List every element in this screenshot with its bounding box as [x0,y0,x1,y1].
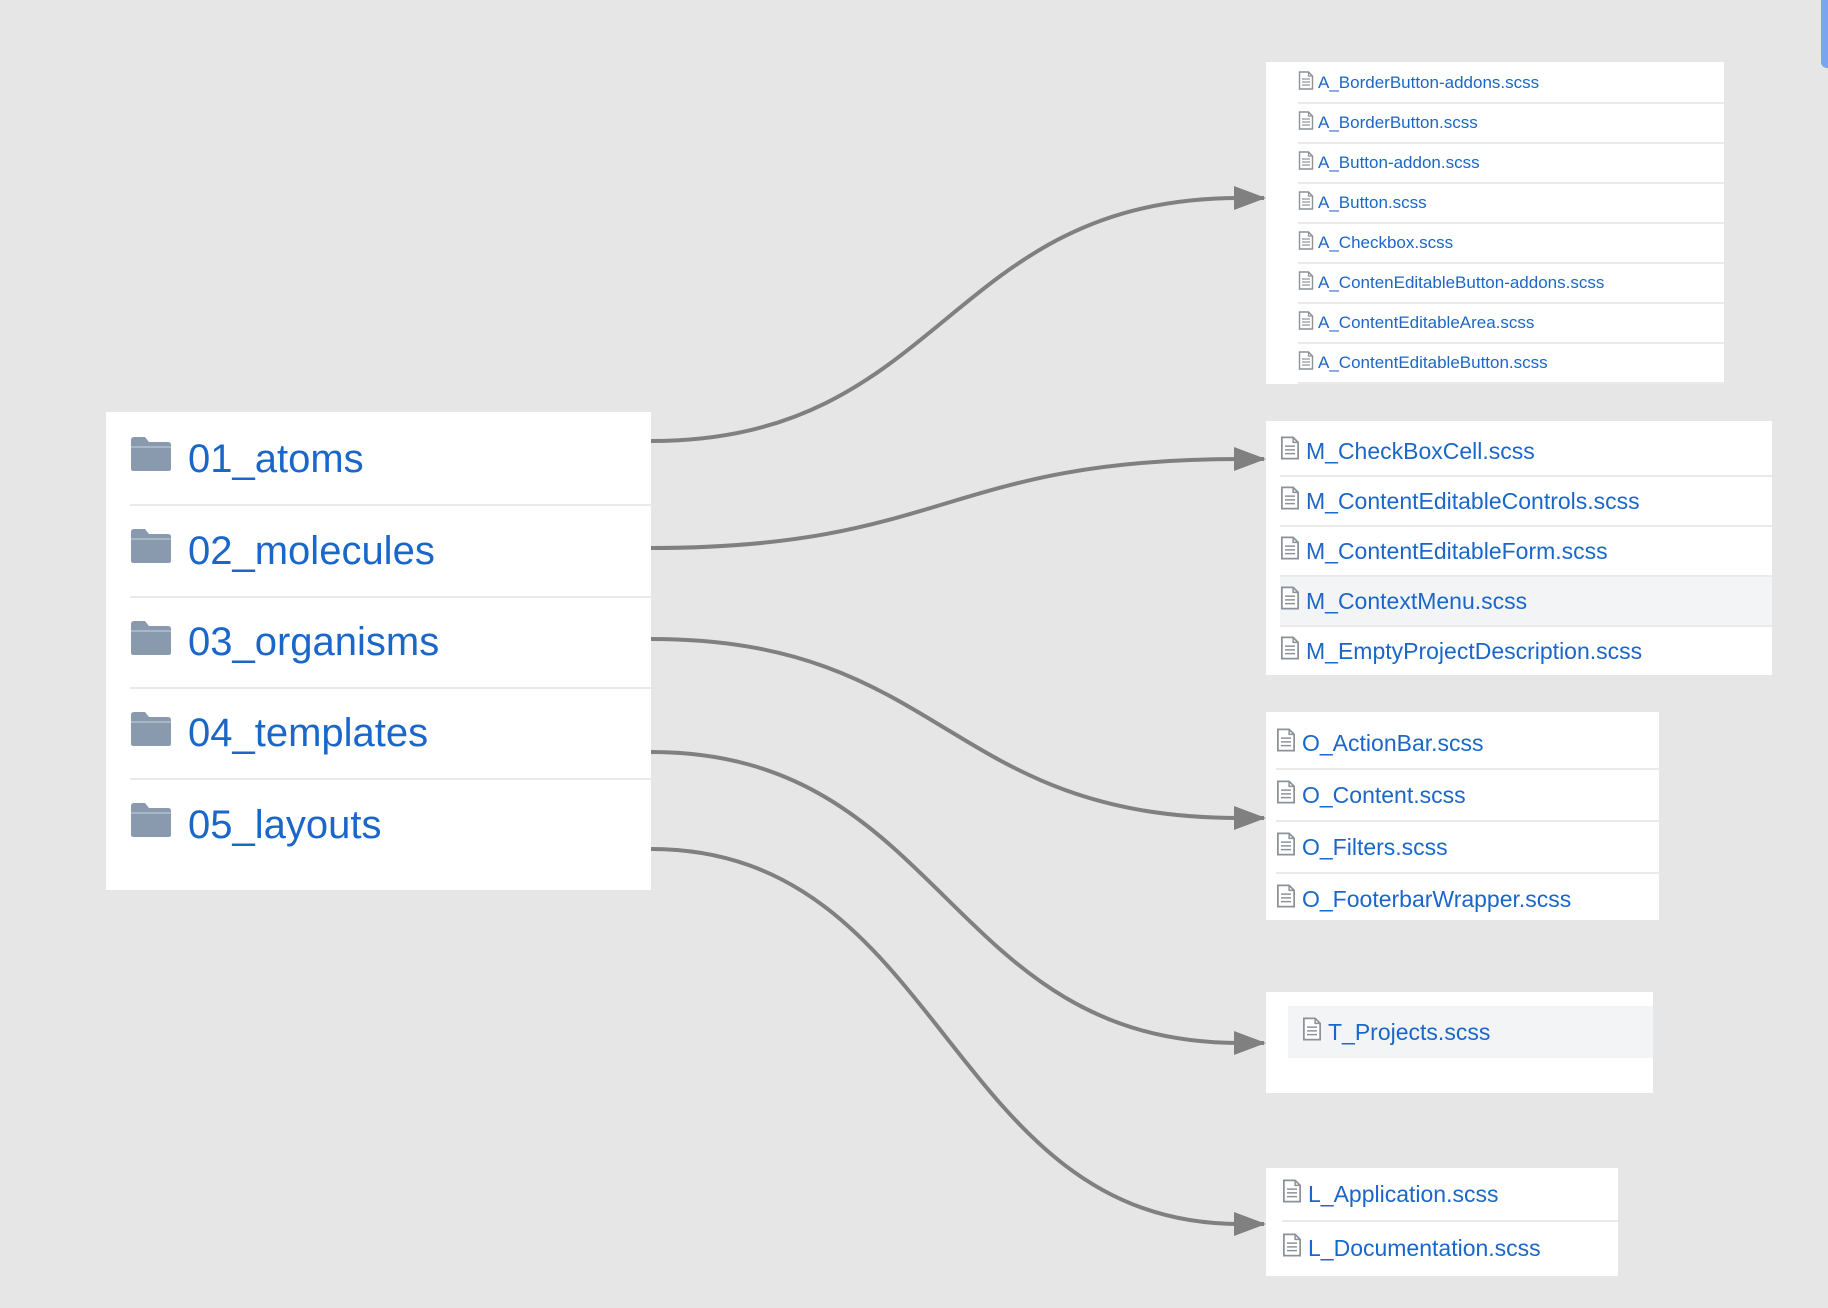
file-icon [1280,636,1300,666]
file-icon [1298,231,1314,255]
arrow-molecules-head [1234,447,1266,471]
file-name: A_Button.scss [1318,193,1427,212]
file-name: A_Checkbox.scss [1318,233,1454,252]
file-icon [1276,832,1296,862]
file-icon [1280,486,1300,516]
file-row[interactable]: M_ContentEditableForm.scss [1280,527,1772,577]
file-icon [1276,728,1296,758]
folder-icon [130,802,172,848]
folder-name: 03_organisms [188,620,440,664]
file-name: O_Content.scss [1302,781,1466,808]
arrow-organisms-head [1234,806,1266,830]
folder-icon [130,528,172,574]
folder-row-organisms[interactable]: 03_organisms [130,598,651,689]
file-icon [1302,1017,1322,1047]
file-row-highlighted[interactable]: T_Projects.scss [1288,1006,1653,1058]
file-icon [1282,1233,1302,1263]
folder-row-atoms[interactable]: 01_atoms [130,414,651,506]
file-icon [1298,271,1314,295]
folder-name: 05_layouts [188,802,382,847]
file-icon [1276,780,1296,810]
folder-row-layouts[interactable]: 05_layouts [130,780,651,870]
folder-icon [130,436,172,482]
arrow-organisms [650,637,1264,820]
file-icon [1298,311,1314,335]
folder-list-panel: 01_atoms 02_molecules 03_organisms 04_te… [106,412,651,890]
file-row[interactable]: O_ActionBar.scss [1276,718,1659,770]
file-icon [1280,436,1300,466]
arrow-atoms-head [1234,186,1266,210]
file-row[interactable]: O_FooterbarWrapper.scss [1276,874,1659,924]
folder-row-molecules[interactable]: 02_molecules [130,506,651,598]
file-row-highlighted[interactable]: M_ContextMenu.scss [1280,577,1772,627]
arrow-molecules [650,457,1264,550]
file-name: T_Projects.scss [1328,1018,1491,1045]
file-icon [1298,191,1314,215]
arrow-atoms [650,196,1264,443]
folder-icon [130,620,172,666]
file-row[interactable]: A_ContenEditableButton-addons.scss [1298,264,1724,304]
file-name: A_ContentEditableButton.scss [1318,353,1548,372]
file-name: M_ContentEditableControls.scss [1306,487,1640,514]
file-row[interactable]: M_ContentEditableControls.scss [1280,477,1772,527]
file-row[interactable]: O_Filters.scss [1276,822,1659,874]
folder-name: 04_templates [188,711,429,755]
file-row[interactable]: A_ContentEditableArea.scss [1298,304,1724,344]
file-icon [1298,151,1314,175]
file-row[interactable]: A_Button-addon.scss [1298,144,1724,184]
file-row[interactable]: A_Checkbox.scss [1298,224,1724,264]
file-icon [1298,351,1314,375]
arrow-templates-head [1234,1031,1266,1055]
file-name: A_BorderButton-addons.scss [1318,73,1540,92]
file-name: A_ContentEditableArea.scss [1318,313,1535,332]
file-row[interactable]: L_Application.scss [1282,1168,1618,1222]
file-row[interactable]: M_EmptyProjectDescription.scss [1280,627,1772,675]
file-row[interactable]: A_BorderButton-addons.scss [1298,64,1724,104]
file-name: A_BorderButton.scss [1318,113,1478,132]
file-name: M_ContextMenu.scss [1306,587,1528,614]
folder-name: 01_atoms [188,436,364,481]
folder-icon [130,711,172,757]
file-icon [1298,71,1314,95]
file-name: M_CheckBoxCell.scss [1306,437,1535,464]
file-row[interactable]: L_Documentation.scss [1282,1222,1618,1274]
file-name: L_Application.scss [1308,1180,1499,1207]
file-icon [1280,586,1300,616]
file-row[interactable]: O_Content.scss [1276,770,1659,822]
file-name: O_FooterbarWrapper.scss [1302,885,1572,912]
file-row[interactable]: M_CheckBoxCell.scss [1280,427,1772,477]
scroll-indicator [1821,0,1828,68]
file-row[interactable]: A_Button.scss [1298,184,1724,224]
templates-file-panel: T_Projects.scss [1266,992,1653,1093]
file-name: O_ActionBar.scss [1302,729,1484,756]
file-row[interactable]: A_BorderButton.scss [1298,104,1724,144]
molecules-file-panel: M_CheckBoxCell.scss M_ContentEditableCon… [1266,421,1772,675]
folder-name: 02_molecules [188,528,435,573]
file-name: O_Filters.scss [1302,833,1448,860]
arrow-layouts-head [1234,1212,1266,1236]
file-icon [1280,536,1300,566]
file-name: M_EmptyProjectDescription.scss [1306,637,1643,664]
atoms-file-panel: A_BorderButton-addons.scss A_BorderButto… [1266,62,1724,384]
organisms-file-panel: O_ActionBar.scss O_Content.scss O_Filter… [1266,712,1659,920]
file-name: M_ContentEditableForm.scss [1306,537,1608,564]
arrow-templates [650,750,1264,1045]
file-name: A_Button-addon.scss [1318,153,1480,172]
folder-row-templates[interactable]: 04_templates [130,689,651,780]
arrow-layouts [650,847,1264,1226]
file-row[interactable]: A_ContentEditableButton.scss [1298,344,1724,384]
file-icon [1276,884,1296,914]
file-icon [1282,1179,1302,1209]
file-icon [1298,111,1314,135]
file-name: A_ContenEditableButton-addons.scss [1318,273,1605,292]
layouts-file-panel: L_Application.scss L_Documentation.scss [1266,1168,1618,1276]
file-name: L_Documentation.scss [1308,1234,1541,1261]
